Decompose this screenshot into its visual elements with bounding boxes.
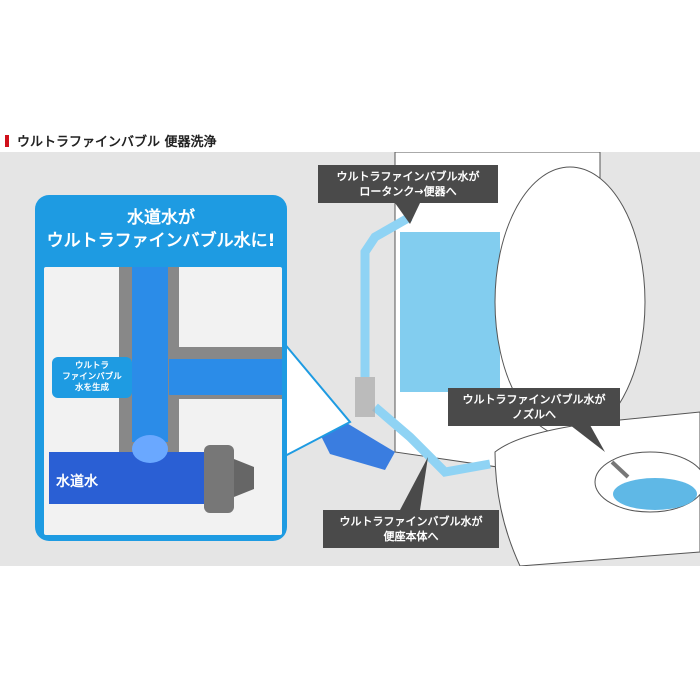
inset-box: 水道水が ウルトラファインバブル水に! ウルトラ ファインバブル 水を生成 水道… [35, 195, 287, 541]
callout-nozzle-line1: ウルトラファインバブル水が [462, 393, 606, 406]
bubble-generation-label: ウルトラ ファインバブル 水を生成 [52, 357, 132, 398]
pipe-cross-section [49, 267, 282, 513]
bubble-generator [132, 435, 168, 463]
tank-water [400, 232, 500, 392]
inset-heading-line1: 水道水が [127, 208, 195, 228]
bowl-water [613, 478, 697, 510]
supply-pipe-up [360, 213, 413, 377]
inset-heading-line2: ウルトラファインバブル水に! [46, 231, 276, 251]
bubble-label-line3: 水を生成 [74, 383, 109, 393]
valve [318, 422, 395, 470]
section-title: ウルトラファインバブル 便器洗浄 [5, 131, 217, 150]
inset-image: ウルトラ ファインバブル 水を生成 水道水 [44, 267, 282, 535]
inset-heading: 水道水が ウルトラファインバブル水に! [35, 207, 287, 253]
illustration-panel: 水道水が ウルトラファインバブル水に! ウルトラ ファインバブル 水を生成 水道… [0, 152, 700, 566]
bubble-label-line2: ファインバブル [62, 372, 122, 382]
bubble-label-line1: ウルトラ [74, 361, 109, 371]
supply-pipe-seat [372, 403, 491, 477]
tee-fitting [355, 377, 375, 417]
callout-nozzle-line2: ノズルへ [512, 408, 556, 421]
vertical-water [132, 267, 168, 442]
callout-tank-line1: ウルトラファインバブル水が [336, 170, 480, 183]
callout-seat: ウルトラファインバブル水が 便座本体へ [323, 510, 499, 548]
callout-seat-line2: 便座本体へ [383, 530, 439, 543]
callout-seat-line1: ウルトラファインバブル水が [339, 515, 483, 528]
tap-water-pipe [49, 452, 219, 504]
tap-water-label: 水道水 [56, 474, 98, 490]
section-title-text: ウルトラファインバブル 便器洗浄 [17, 135, 217, 150]
callout-tank-line2: ロータンク→便器へ [359, 185, 457, 198]
callout-nozzle: ウルトラファインバブル水が ノズルへ [448, 388, 620, 426]
title-marker [5, 134, 9, 147]
horizontal-water [169, 359, 282, 395]
callout-tank: ウルトラファインバブル水が ロータンク→便器へ [318, 165, 498, 203]
